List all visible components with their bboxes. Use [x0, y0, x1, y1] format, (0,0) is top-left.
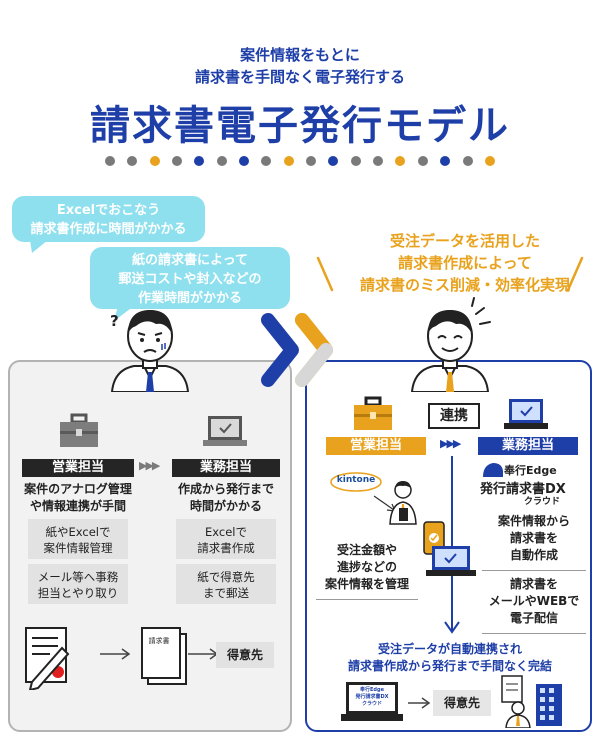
laptop-icon	[203, 416, 247, 446]
sales-box-2: メール等へ事務 担当とやり取り	[28, 564, 128, 604]
dot-icon	[373, 156, 384, 166]
label-office-current: 業務担当	[172, 459, 280, 477]
triple-arrow-icon: ▶▶▶	[139, 459, 160, 472]
arrow-right-icon	[100, 648, 131, 660]
brand-main: 発行請求書DX	[480, 482, 566, 497]
dot-icon	[328, 156, 339, 166]
dot-icon	[395, 156, 406, 166]
page-title: 請求書電子発行モデル	[90, 103, 510, 149]
arrow-right-icon	[408, 697, 431, 709]
person-phone-icon	[389, 481, 417, 525]
dot-icon	[194, 156, 205, 166]
customer-box-current: 得意先	[216, 642, 274, 668]
bubble-excel: Excelでおこなう 請求書作成に時間がかかる	[12, 196, 205, 242]
chevron-arrows-icon	[261, 313, 333, 387]
worried-person-icon	[110, 310, 190, 392]
dot-icon	[350, 156, 361, 166]
mini-brand: 奉行Edge 発行請求書DX クラウド	[355, 687, 389, 707]
label-sales-current: 営業担当	[22, 459, 134, 477]
customer-box-solution: 得意先	[433, 690, 491, 716]
label-office-solution: 業務担当	[478, 437, 578, 455]
arrow-right-icon	[188, 648, 219, 660]
office-box-1: Excelで 請求書作成	[176, 519, 276, 559]
decorative-dots	[105, 156, 495, 170]
devices-icon	[423, 521, 476, 576]
slash-right-icon	[566, 256, 584, 292]
dot-icon	[261, 156, 272, 166]
right-heading: 受注データを活用した 請求書作成によって 請求書のミス削減・効率化実現	[359, 232, 570, 294]
question-mark: ?	[110, 312, 119, 330]
dot-icon	[283, 156, 294, 166]
dot-icon	[172, 156, 183, 166]
office-box-2: 紙で得意先 まで郵送	[176, 564, 276, 604]
kintone-cloud-icon	[330, 472, 382, 492]
sales-problem-text: 案件のアナログ管理 や情報連携が手間	[24, 482, 132, 513]
header-subtitle: 案件情報をもとに 請求書を手間なく電子発行する	[194, 46, 405, 86]
dot-icon	[440, 156, 451, 166]
arrow-down-icon	[444, 456, 460, 634]
laptop-icon	[504, 399, 548, 429]
office-solution-text-2: 請求書を メールやWEBで 電子配信	[482, 576, 586, 634]
invoice-label: 請求書	[148, 637, 170, 645]
document-pen-icon	[25, 627, 70, 690]
kintone-logo: kintone	[336, 475, 376, 485]
dot-icon	[306, 156, 317, 166]
slash-left-icon	[316, 256, 334, 292]
brand-top: 奉行Edge	[504, 464, 557, 477]
dot-icon	[127, 156, 138, 166]
bubble-paper: 紙の請求書によって 郵送コストや封入などの 作業時間がかかる	[90, 247, 290, 309]
brand-sub: クラウド	[524, 497, 561, 507]
dot-icon	[105, 156, 115, 166]
sales-box-1: 紙やExcelで 案件情報管理	[28, 519, 128, 559]
bubble-tail-icon	[114, 306, 134, 321]
invoice-stack-icon	[141, 627, 187, 685]
brand-logo-icon	[483, 463, 503, 477]
laptop-brand-icon	[341, 682, 403, 721]
office-problem-text: 作成から発行まで 時間がかかる	[177, 482, 274, 513]
dot-icon	[149, 156, 160, 166]
office-solution-text-1: 案件情報から 請求書を 自動作成	[482, 513, 586, 571]
solution-summary: 受注データが自動連携され 請求書作成から発行まで手間なく完結	[347, 642, 552, 673]
label-sales-solution: 営業担当	[326, 437, 426, 455]
renkei-label: 連携	[428, 403, 480, 429]
dot-icon	[417, 156, 428, 166]
dot-icon	[216, 156, 227, 166]
dot-icon	[239, 156, 250, 166]
happy-person-icon	[410, 297, 491, 392]
dot-icon	[484, 156, 495, 166]
customer-office-icon	[501, 675, 562, 728]
briefcase-icon	[354, 396, 392, 430]
bubble-tail-icon	[30, 240, 48, 253]
dot-icon	[462, 156, 473, 166]
sales-solution-text: 受注金額や 進捗などの 案件情報を管理	[316, 542, 418, 600]
triple-arrow-blue-icon: ▶▶▶	[440, 437, 461, 450]
briefcase-icon	[60, 413, 98, 447]
